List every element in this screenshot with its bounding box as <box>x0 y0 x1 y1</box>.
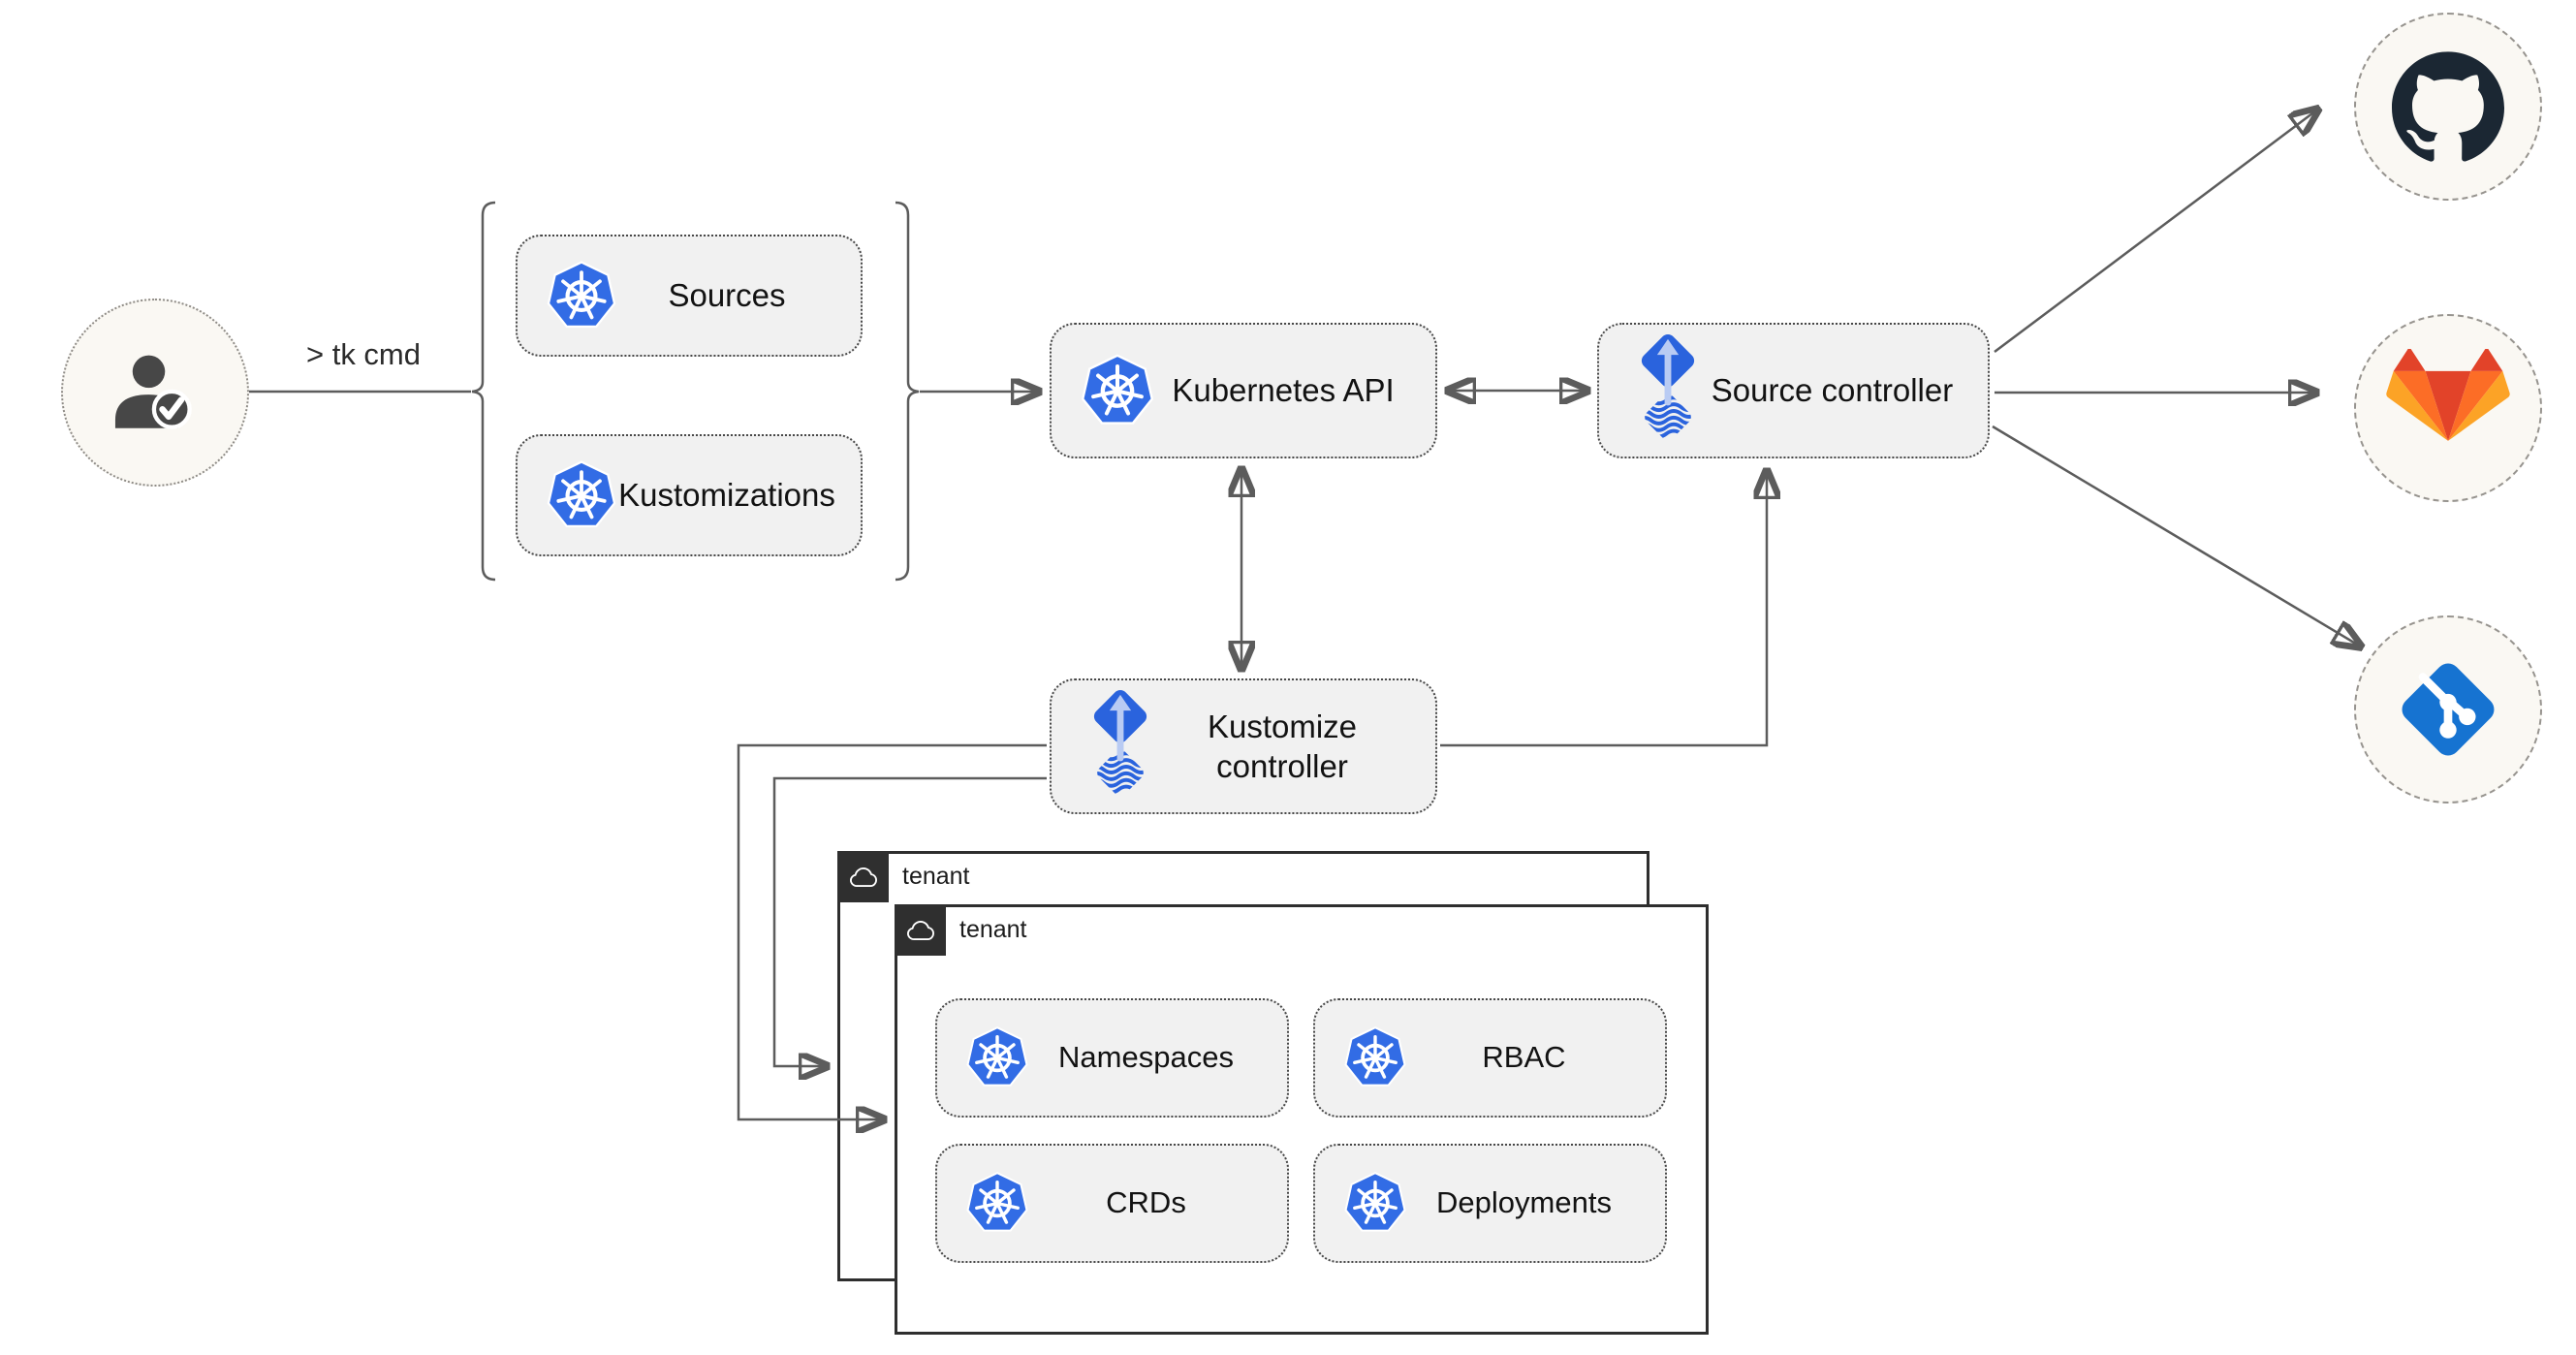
kubernetes-icon <box>1342 1024 1408 1092</box>
kubernetes-icon <box>964 1169 1030 1238</box>
node-namespaces: Namespaces <box>935 998 1289 1118</box>
git-icon <box>2388 649 2508 770</box>
node-rbac: RBAC <box>1313 998 1667 1118</box>
node-rbac-label: RBAC <box>1482 1040 1566 1075</box>
node-kubernetes-api-label: Kubernetes API <box>1172 372 1395 409</box>
node-sources-label: Sources <box>668 277 786 314</box>
node-crds: CRDs <box>935 1144 1289 1263</box>
node-crds-label: CRDs <box>1106 1185 1186 1220</box>
node-kubernetes-api: Kubernetes API <box>1050 323 1437 458</box>
remote-git <box>2354 615 2542 804</box>
group-bracket-left <box>471 201 496 582</box>
kubernetes-icon <box>545 258 618 334</box>
tenant-back-label: tenant <box>902 863 970 890</box>
remote-gitlab <box>2354 314 2542 502</box>
group-bracket-right <box>895 201 920 582</box>
person-check-icon <box>103 340 207 445</box>
node-namespaces-label: Namespaces <box>1058 1040 1234 1075</box>
cloud-icon <box>837 851 889 902</box>
kubernetes-icon <box>545 457 618 534</box>
node-kustomizations-label: Kustomizations <box>618 477 835 514</box>
flux-icon <box>1079 688 1162 804</box>
edge-source-controller-to-git <box>1992 425 2359 646</box>
tenant-front-label: tenant <box>959 916 1027 943</box>
edge-source-controller-to-github <box>1994 110 2316 353</box>
remote-github <box>2354 13 2542 201</box>
node-kustomize-controller: Kustomize controller <box>1050 678 1437 814</box>
kubernetes-icon <box>1342 1169 1408 1238</box>
kubernetes-icon <box>964 1024 1030 1092</box>
cloud-icon <box>895 904 946 956</box>
tk-cmd-label: > tk cmd <box>305 337 421 371</box>
node-deployments: Deployments <box>1313 1144 1667 1263</box>
kubernetes-icon <box>1079 351 1156 431</box>
node-source-controller-label: Source controller <box>1711 372 1954 409</box>
edge-kustomize-to-source-controller <box>1440 473 1767 747</box>
node-kustomize-controller-label: Kustomize controller <box>1207 708 1358 784</box>
node-kustomizations: Kustomizations <box>516 434 863 556</box>
flux-icon <box>1626 332 1710 449</box>
node-deployments-label: Deployments <box>1436 1185 1612 1220</box>
node-sources: Sources <box>516 235 863 357</box>
user-avatar <box>61 299 249 487</box>
tenant-box-front: tenant <box>895 904 1709 1335</box>
github-icon <box>2392 50 2504 163</box>
gitlab-icon <box>2386 349 2510 467</box>
node-source-controller: Source controller <box>1597 323 1990 458</box>
